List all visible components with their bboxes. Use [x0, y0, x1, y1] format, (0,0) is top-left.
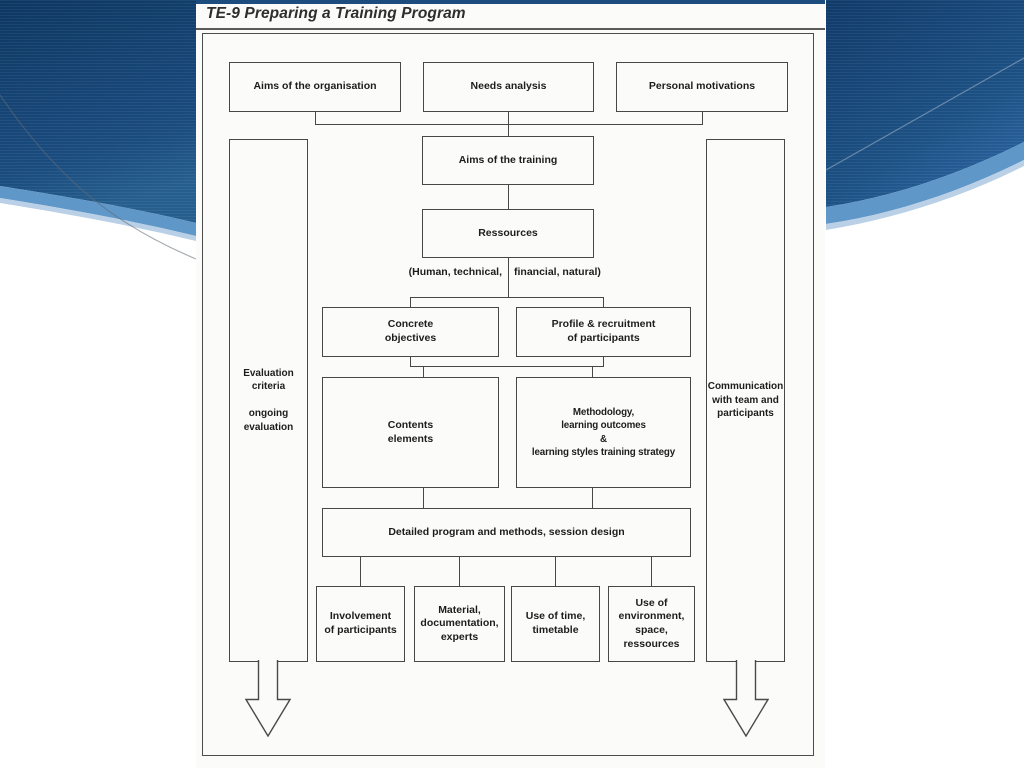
node-label: Communication with team and participants	[707, 381, 784, 420]
diagram-panel: TE-9 Preparing a Training Program Aims o…	[196, 0, 825, 768]
node-label: Detailed program and methods, session de…	[388, 525, 625, 538]
node-evaluation-criteria: Evaluation criteria ongoing evaluation	[229, 139, 308, 662]
node-communication-with-team: Communication with team and participants	[706, 139, 785, 662]
connector	[423, 366, 425, 377]
connector	[458, 557, 460, 586]
node-label: Ressources	[478, 226, 538, 239]
node-label: Use of environment, space, ressources	[618, 596, 685, 650]
node-profile-recruitment: Profile & recruitment of participants	[516, 307, 691, 357]
connector	[508, 112, 510, 125]
down-arrow-icon	[244, 660, 291, 738]
scan-top-edge	[196, 0, 825, 4]
node-material-documentation-experts: Material, documentation, experts	[414, 586, 505, 662]
connector	[602, 356, 604, 367]
connector	[410, 365, 603, 368]
connector	[410, 296, 603, 298]
connector	[423, 488, 425, 508]
node-label: Material, documentation, experts	[420, 603, 499, 643]
node-involvement-of-participants: Involvement of participants	[316, 586, 405, 662]
title-divider	[196, 28, 825, 30]
ressources-note-left: (Human, technical,	[408, 266, 502, 278]
down-arrow-icon	[722, 660, 769, 738]
ressources-note: (Human, technical, financial, natural)	[322, 266, 694, 279]
connector	[602, 297, 604, 307]
node-label: Evaluation criteria ongoing evaluation	[243, 367, 294, 433]
connector	[314, 112, 316, 125]
node-contents-elements: Contents elements	[322, 377, 499, 488]
node-label: Personal motivations	[648, 80, 756, 93]
diagram-border	[202, 33, 814, 756]
ressources-note-right: financial, natural)	[514, 266, 601, 278]
background-swoosh-right	[825, 0, 1024, 230]
connector	[651, 557, 653, 586]
connector	[359, 557, 361, 586]
connector	[591, 488, 593, 508]
connector	[410, 297, 412, 307]
node-personal-motivations: Personal motivations	[616, 62, 788, 112]
connector	[508, 124, 510, 136]
node-detailed-program: Detailed program and methods, session de…	[322, 508, 691, 557]
node-use-of-environment-space-ressources: Use of environment, space, ressources	[608, 586, 695, 662]
node-label: Contents elements	[387, 418, 434, 445]
connector	[508, 185, 510, 209]
connector	[701, 112, 703, 125]
node-concrete-objectives: Concrete objectives	[322, 307, 499, 357]
connector	[410, 356, 412, 367]
node-aims-of-the-training: Aims of the training	[422, 136, 594, 185]
node-label: Aims of the organisation	[253, 80, 377, 93]
node-label: Profile & recruitment of participants	[551, 318, 656, 344]
connector	[508, 258, 510, 298]
page-title: TE-9 Preparing a Training Program	[206, 5, 466, 22]
node-label: Needs analysis	[470, 80, 547, 93]
connector	[591, 366, 593, 377]
background-swoosh-left	[0, 0, 197, 260]
node-aims-of-the-organisation: Aims of the organisation	[229, 62, 401, 112]
connector	[555, 557, 557, 586]
node-needs-analysis: Needs analysis	[423, 62, 594, 112]
node-label: Concrete objectives	[384, 318, 437, 344]
node-methodology: Methodology, learning outcomes & learnin…	[516, 377, 691, 488]
node-label: Methodology, learning outcomes & learnin…	[531, 407, 676, 458]
node-label: Involvement of participants	[324, 610, 397, 636]
node-label: Use of time, timetable	[525, 610, 586, 636]
node-label: Aims of the training	[458, 153, 558, 166]
node-ressources: Ressources	[422, 209, 594, 258]
node-use-of-time-timetable: Use of time, timetable	[511, 586, 600, 662]
